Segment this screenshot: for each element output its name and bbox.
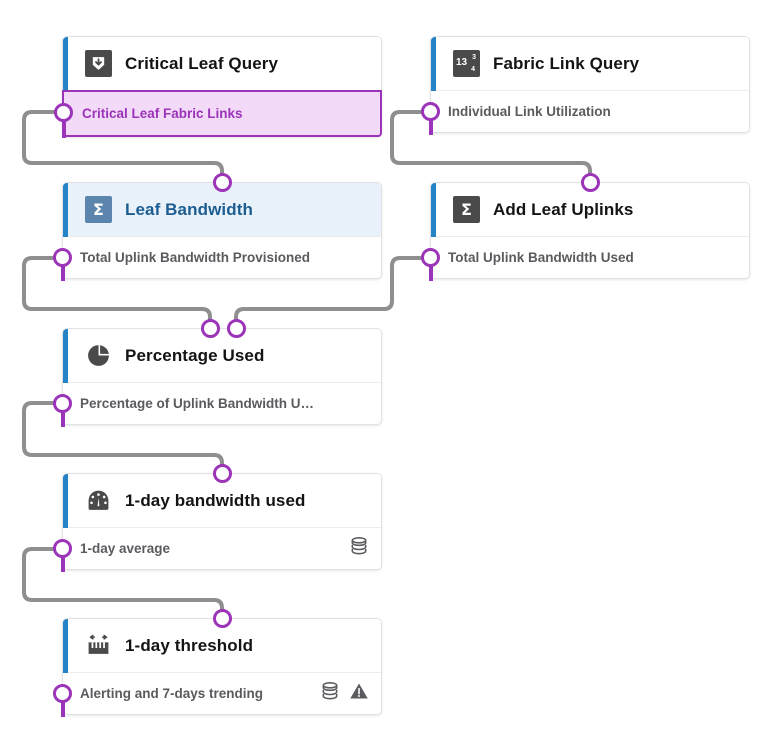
- node-subtitle-row[interactable]: Individual Link Utilization: [421, 91, 749, 135]
- node-input-port-left[interactable]: [53, 684, 72, 703]
- wire-one-day-bandwidth-used-to-one-day-threshold: [22, 547, 224, 618]
- node-title: Critical Leaf Query: [125, 53, 279, 73]
- node-subtitle: Total Uplink Bandwidth Used: [448, 250, 634, 265]
- node-input-port-left[interactable]: [54, 103, 73, 122]
- number-subscript: 4: [471, 66, 475, 73]
- node-critical-leaf-query[interactable]: Critical Leaf Query Critical Leaf Fabric…: [54, 36, 382, 138]
- node-subtitle-row[interactable]: Critical Leaf Fabric Links: [54, 90, 382, 138]
- sigma-glyph: Σ: [461, 199, 472, 219]
- node-subtitle-row[interactable]: Percentage of Uplink Bandwidth U…: [53, 383, 381, 427]
- node-accent-bar: [63, 619, 68, 673]
- pie-chart-icon: [85, 342, 112, 369]
- wire-add-leaf-uplinks-to-percentage-used: [234, 256, 425, 328]
- port-stub: [61, 409, 65, 427]
- node-subtitle-row[interactable]: 1-day average: [53, 528, 381, 572]
- node-accent-bar: [431, 37, 436, 91]
- node-leaf-bandwidth[interactable]: Σ Leaf Bandwidth Total Uplink Bandwidth …: [53, 173, 382, 281]
- node-subtitle: Alerting and 7-days trending: [80, 686, 264, 701]
- node-subtitle: Percentage of Uplink Bandwidth U…: [80, 396, 315, 411]
- node-subtitle-icons: [320, 681, 369, 706]
- node-one-day-bandwidth-used[interactable]: 1-day bandwidth used 1-day average: [53, 464, 382, 572]
- node-header[interactable]: Critical Leaf Query: [63, 37, 381, 91]
- node-accent-bar: [63, 329, 68, 383]
- sigma-sum-icon: Σ: [453, 196, 480, 223]
- node-add-leaf-uplinks[interactable]: Σ Add Leaf Uplinks Total Uplink Bandwidt…: [421, 173, 750, 281]
- node-header[interactable]: 1-day threshold: [63, 619, 381, 673]
- node-header[interactable]: Σ Add Leaf Uplinks: [431, 183, 749, 237]
- node-title: Leaf Bandwidth: [125, 199, 253, 219]
- sigma-sum-icon: Σ: [85, 196, 112, 223]
- node-subtitle: 1-day average: [80, 541, 171, 556]
- node-subtitle: Critical Leaf Fabric Links: [82, 106, 243, 121]
- node-percentage-used[interactable]: Percentage Used Percentage of Uplink Ban…: [53, 319, 382, 427]
- node-fabric-link-query[interactable]: 13 3 4 Fabric Link Query Individual Link…: [421, 36, 750, 135]
- gauge-icon: [85, 487, 112, 514]
- node-accent-bar: [63, 37, 68, 91]
- threshold-ruler-icon: [85, 632, 112, 659]
- port-stub: [61, 263, 65, 281]
- node-input-port-top[interactable]: [581, 173, 600, 192]
- node-title: 1-day threshold: [125, 635, 254, 655]
- node-input-port-left[interactable]: [53, 248, 72, 267]
- port-stub: [62, 120, 66, 138]
- node-subtitle-row[interactable]: Total Uplink Bandwidth Provisioned: [53, 237, 381, 281]
- number-fraction-icon: 13 3 4: [453, 50, 480, 77]
- node-input-port-top[interactable]: [201, 319, 220, 338]
- node-title: Percentage Used: [125, 345, 265, 365]
- port-stub: [429, 117, 433, 135]
- node-one-day-threshold[interactable]: 1-day threshold Alerting and 7-days tren…: [53, 609, 382, 717]
- warning-icon[interactable]: [349, 681, 369, 706]
- node-subtitle-row[interactable]: Alerting and 7-days trending: [53, 673, 381, 717]
- wire-percentage-used-to-one-day-bandwidth-used: [22, 401, 224, 473]
- node-accent-bar: [63, 183, 68, 237]
- node-header[interactable]: 13 3 4 Fabric Link Query: [431, 37, 749, 91]
- wire-fabric-link-query-to-add-leaf-uplinks: [390, 110, 592, 182]
- node-input-port-left[interactable]: [421, 248, 440, 267]
- node-subtitle-icons: [349, 536, 369, 561]
- node-accent-bar: [431, 183, 436, 237]
- database-icon[interactable]: [320, 681, 340, 706]
- node-accent-bar: [63, 474, 68, 528]
- wire-leaf-bandwidth-to-percentage-used: [22, 256, 212, 328]
- node-input-port-left[interactable]: [53, 539, 72, 558]
- number-main: 13: [456, 57, 468, 68]
- node-input-port-top-secondary[interactable]: [227, 319, 246, 338]
- node-input-port-top[interactable]: [213, 464, 232, 483]
- port-stub: [429, 263, 433, 281]
- node-subtitle: Individual Link Utilization: [448, 104, 611, 119]
- sigma-glyph: Σ: [93, 199, 104, 219]
- database-icon[interactable]: [349, 536, 369, 561]
- node-header[interactable]: Σ Leaf Bandwidth: [63, 183, 381, 237]
- node-title: Fabric Link Query: [493, 53, 640, 73]
- port-stub: [61, 554, 65, 572]
- node-input-port-left[interactable]: [53, 394, 72, 413]
- node-subtitle: Total Uplink Bandwidth Provisioned: [80, 250, 311, 265]
- node-header[interactable]: 1-day bandwidth used: [63, 474, 381, 528]
- node-title: 1-day bandwidth used: [125, 490, 306, 510]
- node-title: Add Leaf Uplinks: [493, 199, 634, 219]
- wire-critical-leaf-query-to-leaf-bandwidth: [22, 110, 224, 182]
- node-input-port-left[interactable]: [421, 102, 440, 121]
- node-header[interactable]: Percentage Used: [63, 329, 381, 383]
- node-input-port-top[interactable]: [213, 173, 232, 192]
- port-stub: [61, 699, 65, 717]
- number-superscript: 3: [472, 54, 476, 61]
- node-input-port-top[interactable]: [213, 609, 232, 628]
- filter-download-icon: [85, 50, 112, 77]
- node-subtitle-row[interactable]: Total Uplink Bandwidth Used: [421, 237, 749, 281]
